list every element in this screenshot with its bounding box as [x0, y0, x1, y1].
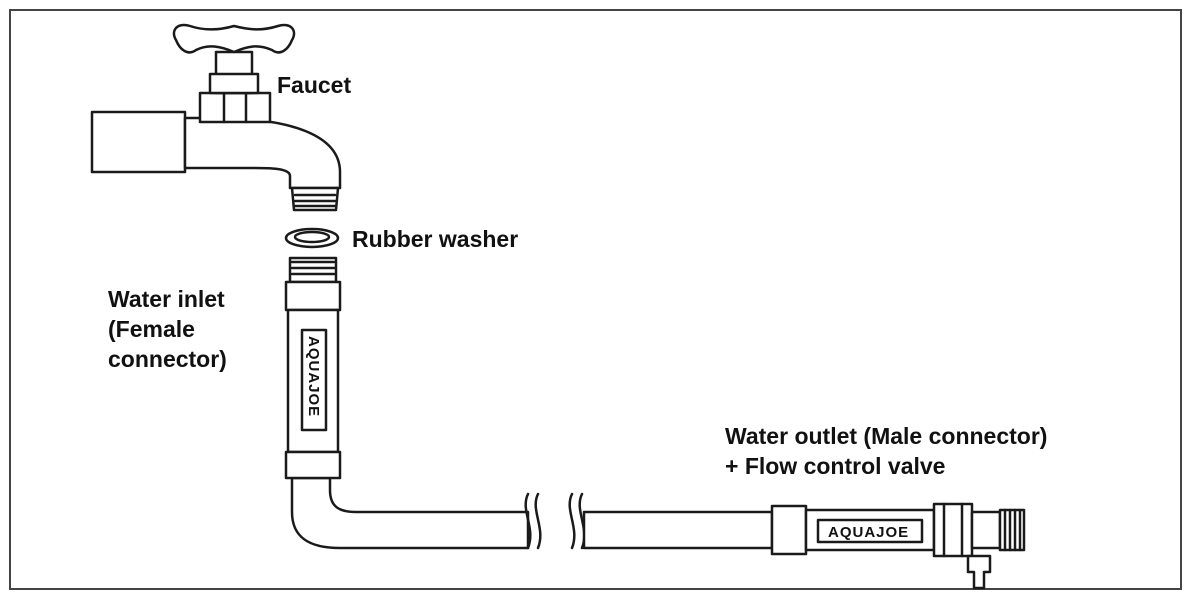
water-inlet-label: Water inlet (Female connector) — [108, 284, 227, 374]
water-inlet-label-line-3: connector) — [108, 346, 227, 372]
hose-right-section — [582, 510, 774, 550]
faucet-spout — [183, 116, 342, 190]
rubber-washer-drawing — [284, 227, 340, 249]
outlet-brand-text: AQUAJOE — [828, 524, 909, 541]
washer-inner — [293, 230, 331, 244]
outlet-collar — [770, 504, 808, 556]
outlet-brand-plate — [816, 518, 924, 544]
inlet-brand-plate — [300, 328, 328, 432]
faucet-drawing — [90, 23, 342, 212]
rubber-washer-label: Rubber washer — [352, 226, 519, 252]
spout-thread-lines — [293, 193, 337, 208]
male-thread-lines — [1003, 508, 1022, 552]
water-outlet-label-line-2: + Flow control valve — [725, 453, 946, 479]
stem-collar — [208, 72, 260, 95]
water-outlet-label-line-1: Water outlet (Male connector) — [725, 423, 1048, 449]
faucet-label: Faucet — [277, 72, 352, 98]
inlet-collar-bottom — [284, 450, 342, 480]
water-outlet-label: Water outlet (Male connector) + Flow con… — [725, 421, 1047, 481]
water-inlet-label-line-1: Water inlet — [108, 286, 225, 312]
inlet-coupler-ring — [284, 280, 342, 312]
flow-control-valve-body — [932, 502, 974, 558]
flow-control-lever — [966, 554, 992, 590]
hose-drawing — [284, 256, 1026, 590]
inlet-brand-text: AQUAJOE — [305, 336, 322, 417]
valve-body-lines — [942, 502, 964, 558]
bonnet-nut-facets — [222, 91, 248, 124]
cross-handle — [172, 23, 296, 54]
inlet-coupler-grip — [290, 260, 336, 276]
hose-break-left — [524, 492, 542, 550]
water-inlet-label-line-2: (Female — [108, 316, 195, 342]
hose-break-right — [568, 492, 586, 550]
bonnet-nut — [198, 91, 272, 124]
hose-left-section — [290, 476, 530, 550]
spout-thread — [290, 186, 340, 212]
male-thread-base — [970, 510, 1002, 550]
wall-pipe — [90, 110, 187, 174]
